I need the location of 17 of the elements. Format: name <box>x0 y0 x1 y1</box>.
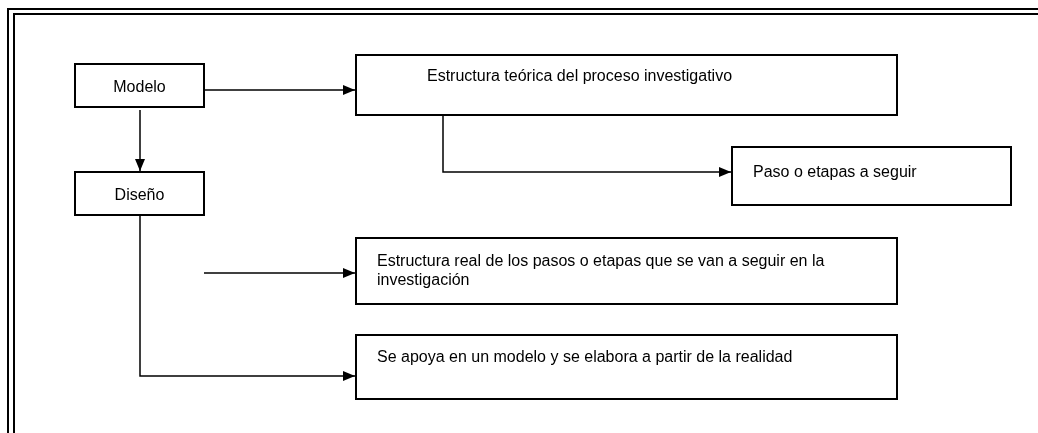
process-box <box>355 54 898 116</box>
box-text: Estructura teórica del proceso investigativo <box>427 66 734 85</box>
process-box <box>731 146 1012 206</box>
arrow <box>204 85 356 95</box>
box-text: Estructura real de los pasos o etapas que se van a seguir en la investigación <box>377 251 826 289</box>
arrow <box>442 115 732 177</box>
box-text: Paso o etapas a seguir <box>753 162 918 181</box>
process-box <box>355 334 898 400</box>
box-text: Se apoya en un modelo y se elabora a partir de la realidad <box>377 347 794 366</box>
process-box <box>74 63 205 108</box>
arrow <box>203 268 356 278</box>
box-text: Diseño <box>113 185 166 204</box>
arrow <box>139 215 356 381</box>
box-text: Modelo <box>112 77 167 96</box>
process-box <box>355 237 898 305</box>
process-box <box>74 171 205 216</box>
arrow <box>135 109 145 172</box>
